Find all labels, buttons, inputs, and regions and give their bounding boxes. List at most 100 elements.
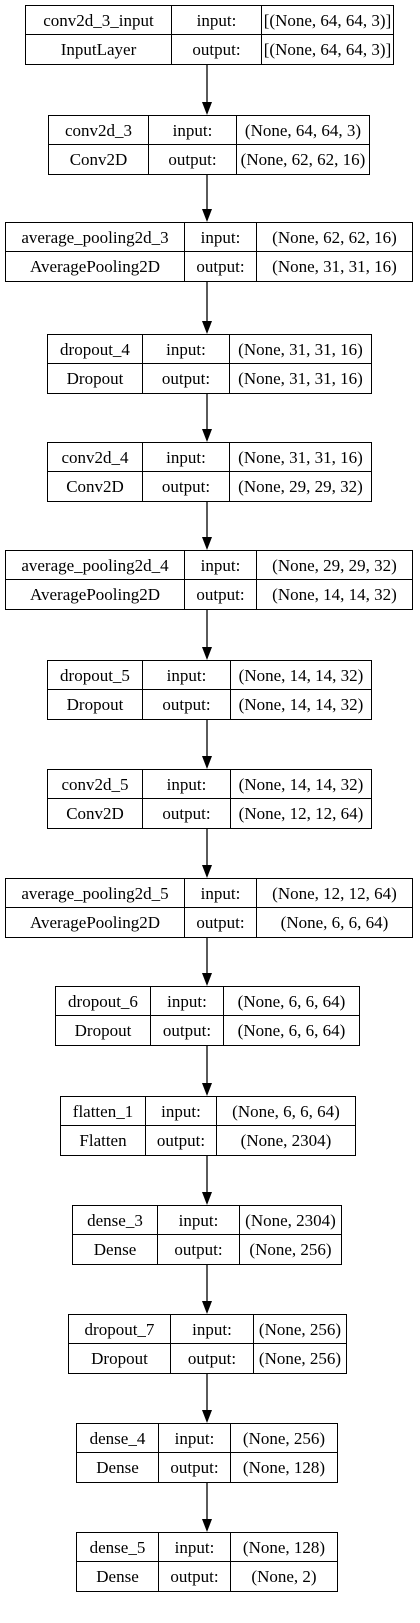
layer-name: average_pooling2d_4 — [6, 551, 185, 579]
layer-name: average_pooling2d_5 — [6, 879, 185, 907]
output-shape: (None, 128) — [242, 1458, 326, 1477]
output-shape: (None, 14, 14, 32) — [272, 585, 397, 604]
input-shape: (None, 31, 31, 16) — [238, 339, 363, 359]
layer-type: Conv2D — [48, 472, 143, 501]
input-label: input: — [143, 661, 231, 689]
arrowhead-icon — [202, 647, 212, 660]
input-shape: (None, 128) — [242, 1537, 326, 1557]
output-shape: (None, 12, 12, 64) — [238, 804, 364, 823]
input-label: input: — [171, 1315, 254, 1343]
output-shape: (None, 6, 6, 64) — [280, 913, 389, 932]
arrowhead-icon — [202, 209, 212, 222]
output-label: output: — [146, 1126, 217, 1155]
input-label: input: — [151, 987, 224, 1015]
arrowhead-icon — [202, 429, 212, 442]
layer-type: Dense — [77, 1453, 159, 1482]
output-label: output: — [143, 364, 230, 393]
layer-name: dropout_5 — [48, 661, 143, 689]
output-label: output: — [172, 35, 262, 64]
input-label: input: — [159, 1533, 231, 1561]
input-label: input: — [172, 6, 262, 34]
output-shape: (None, 31, 31, 16) — [272, 257, 397, 276]
layer-type: AveragePooling2D — [6, 908, 185, 937]
output-shape: (None, 62, 62, 16) — [240, 150, 366, 169]
input-label: input: — [143, 443, 230, 471]
output-shape: (None, 2) — [251, 1567, 317, 1586]
input-shape: (None, 31, 31, 16) — [238, 447, 363, 467]
output-label: output: — [143, 472, 230, 501]
arrowhead-icon — [202, 1301, 212, 1314]
layer-name: conv2d_5 — [48, 770, 143, 798]
output-shape: (None, 256) — [249, 1240, 332, 1259]
input-shape: (None, 6, 6, 64) — [237, 991, 346, 1011]
layer-name: conv2d_4 — [48, 443, 143, 471]
output-label: output: — [159, 1453, 231, 1482]
layer-type: Dropout — [69, 1344, 171, 1373]
output-label: output: — [151, 1016, 224, 1045]
arrowhead-icon — [202, 1519, 212, 1532]
input-shape: (None, 64, 64, 3) — [244, 120, 362, 140]
input-shape: [(None, 64, 64, 3)] — [263, 10, 392, 30]
output-label: output: — [143, 799, 231, 828]
input-label: input: — [158, 1206, 240, 1234]
input-shape: (None, 6, 6, 64) — [232, 1101, 340, 1121]
arrowhead-icon — [202, 1192, 212, 1205]
output-label: output: — [185, 252, 257, 281]
input-shape: (None, 2304) — [245, 1210, 336, 1230]
output-shape: (None, 2304) — [240, 1131, 332, 1150]
output-label: output: — [171, 1344, 254, 1373]
layer-type: Dense — [77, 1562, 159, 1591]
arrowhead-icon — [202, 973, 212, 986]
arrowhead-icon — [202, 1410, 212, 1423]
layer-type: Dropout — [56, 1016, 151, 1045]
layer-name: dropout_7 — [69, 1315, 171, 1343]
input-shape: (None, 12, 12, 64) — [272, 883, 397, 903]
output-label: output: — [149, 145, 237, 174]
output-label: output: — [143, 690, 231, 719]
output-shape: (None, 256) — [258, 1349, 342, 1368]
layer-name: dense_4 — [77, 1424, 159, 1452]
layer-name: dense_5 — [77, 1533, 159, 1561]
layer-type: AveragePooling2D — [6, 252, 185, 281]
layer-name: dropout_4 — [48, 335, 143, 363]
layer-type: Dropout — [48, 364, 143, 393]
layer-name: flatten_1 — [61, 1097, 146, 1125]
input-label: input: — [185, 223, 257, 251]
output-shape: (None, 6, 6, 64) — [237, 1021, 346, 1040]
